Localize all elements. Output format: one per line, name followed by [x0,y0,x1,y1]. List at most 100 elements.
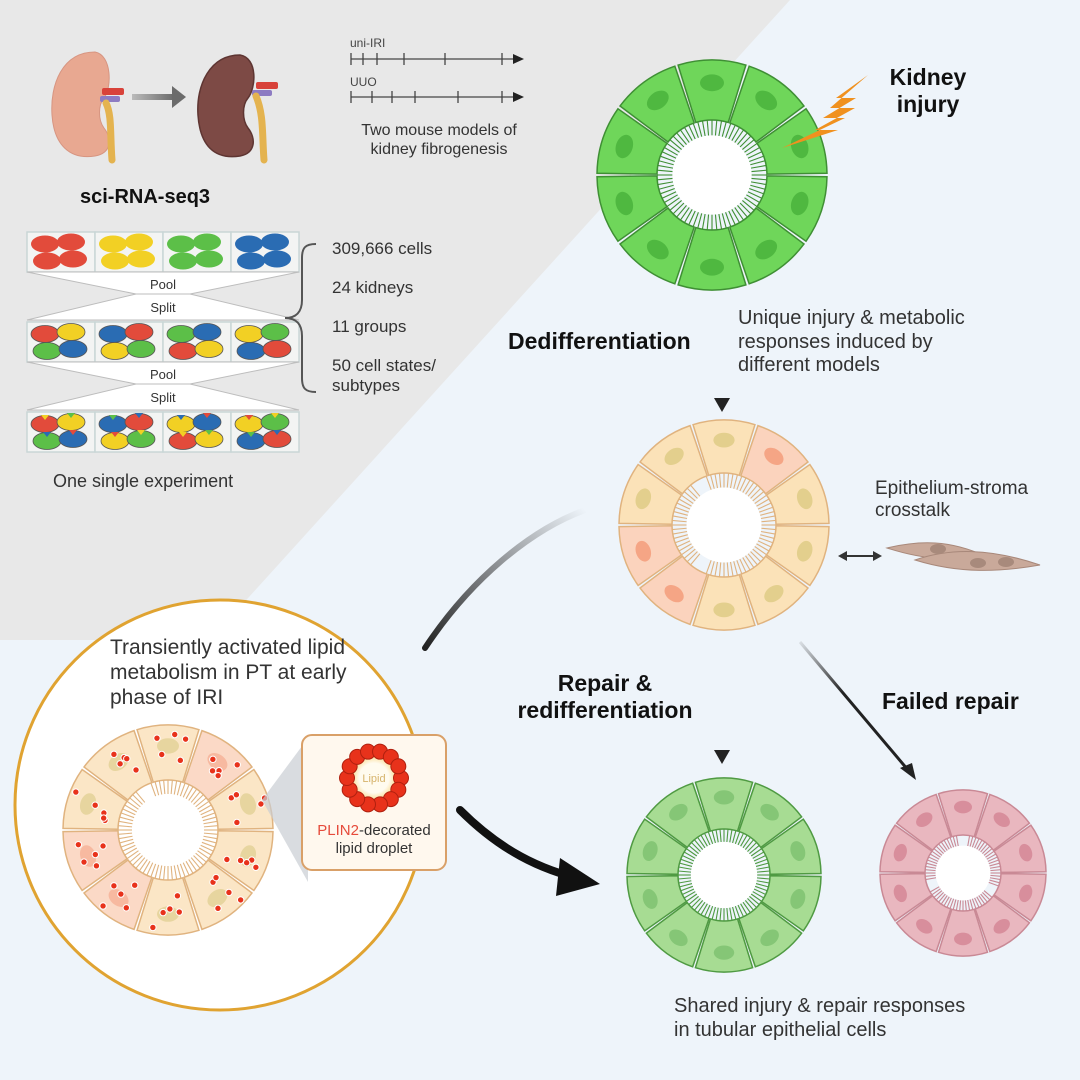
lipid-dot [133,767,139,773]
lipid-dot [117,761,123,767]
dedifferentiation-description: Unique injury & metabolic responses indu… [738,307,965,378]
dediff-desc-line3: different models [738,354,965,378]
dedifferentiation-label: Dedifferentiation [508,328,691,355]
shared-caption-line1: Shared injury & repair responses [674,995,965,1019]
tubule-lumen [132,794,204,866]
cell-nucleus-sample [195,251,223,268]
cell-nucleus [700,74,724,91]
stat-cells: 309,666 cells [332,239,432,259]
cell-nucleus-sample [57,324,85,341]
shared-responses-caption: Shared injury & repair responses in tubu… [674,995,965,1042]
cell-nucleus-sample [99,236,127,253]
lipid-dot [111,883,117,889]
cell-nucleus [713,433,734,448]
kidney-injury-line2: injury [886,91,970,118]
cell-nucleus-sample [33,343,61,360]
cell-nucleus [700,259,724,276]
lipid-dot [215,905,221,911]
lipid-dot [100,903,106,909]
pool-label: Pool [150,367,176,382]
cell-nucleus-sample [235,236,263,253]
timeline-caption: Two mouse models of kidney fibrogenesis [350,122,528,160]
lipid-dot [73,789,79,795]
lipid-dot [167,906,173,912]
tubule-lumen [936,846,991,901]
stat-kidneys: 24 kidneys [332,278,413,298]
lipid-dot [154,735,160,741]
crosstalk-line1: Epithelium-stroma [875,478,1028,500]
cell-nucleus-sample [127,341,155,358]
lipid-dot [209,768,215,774]
timeline-caption-line2: kidney fibrogenesis [350,141,528,160]
lipid-dot [237,857,243,863]
cell-nucleus-sample [99,326,127,343]
dediff-desc-line2: responses induced by [738,331,965,355]
cell-nucleus-sample [125,234,153,251]
crosstalk-label: Epithelium-stroma crosstalk [875,478,1028,523]
cell-nucleus [714,945,734,959]
droplet-caption-line2: lipid droplet [302,840,446,858]
stat-groups: 11 groups [332,317,406,337]
lipid-dot [92,802,98,808]
sci-rna-seq3-diagram: PoolSplitPoolSplit [27,232,299,452]
cell-nucleus-sample [235,326,263,343]
lipid-dot [172,731,178,737]
cell-nucleus-sample [57,234,85,251]
cell-nucleus-sample [101,343,129,360]
model-label-uni-iri: uni-IRI [350,36,385,50]
cell-nucleus-sample [31,326,59,343]
cell-nucleus-sample [237,253,265,270]
stat-cell-states-line2: subtypes [332,376,436,396]
failed-repair-label: Failed repair [882,688,1019,715]
stat-cell-states-line1: 50 cell states/ [332,356,436,376]
lipid-dot [233,792,239,798]
plin2-label: PLIN2 [317,822,359,839]
progression-arrow [132,94,174,100]
lipid-dot [253,864,259,870]
timeline-caption-line1: Two mouse models of [350,122,528,141]
lipid-dot [159,751,165,757]
cell-nucleus-sample [167,236,195,253]
method-title: sci-RNA-seq3 [80,186,210,210]
repair-label-line1: Repair & [500,670,710,697]
lipid-dot [213,874,219,880]
lipid-dot [226,889,232,895]
cell-nucleus-sample [195,341,223,358]
cell-nucleus-sample [101,253,129,270]
lipid-dot [174,893,180,899]
cell-nucleus-sample [169,343,197,360]
cell-nucleus-sample [193,324,221,341]
stat-cell-states: 50 cell states/ subtypes [332,356,436,396]
cell-nucleus-sample [59,251,87,268]
inset-title-line2: metabolism in PT at early [110,661,347,686]
cell-nucleus [954,801,972,814]
cell-nucleus-sample [169,253,197,270]
cell-nucleus-sample [31,236,59,253]
lipid-dot [118,891,124,897]
tubule-lumen [691,842,757,908]
lipid-core-label: Lipid [362,773,385,785]
lipid-dot [100,815,106,821]
lipid-dot [210,756,216,762]
lipid-dot [177,757,183,763]
lipid-dot [150,924,156,930]
lipid-dot [160,909,166,915]
lipid-dot [234,819,240,825]
cell-nucleus-sample [261,324,289,341]
lipid-dot [215,772,221,778]
cell-nucleus-sample [263,251,291,268]
lipid-droplet-icon: Lipid [340,744,409,812]
kidney-injury-label: Kidney injury [886,64,970,118]
lipid-dot [75,841,81,847]
tubule-lumen [687,488,762,563]
cell-nucleus-sample [263,341,291,358]
method-caption: One single experiment [53,471,233,492]
lipid-dot [237,897,243,903]
model-label-uuo: UUO [350,75,377,89]
cell-nucleus [954,933,972,946]
inset-title: Transiently activated lipid metabolism i… [110,636,347,710]
cell-nucleus-sample [127,251,155,268]
inset-title-line3: phase of IRI [110,686,347,711]
lipid-dot [176,909,182,915]
